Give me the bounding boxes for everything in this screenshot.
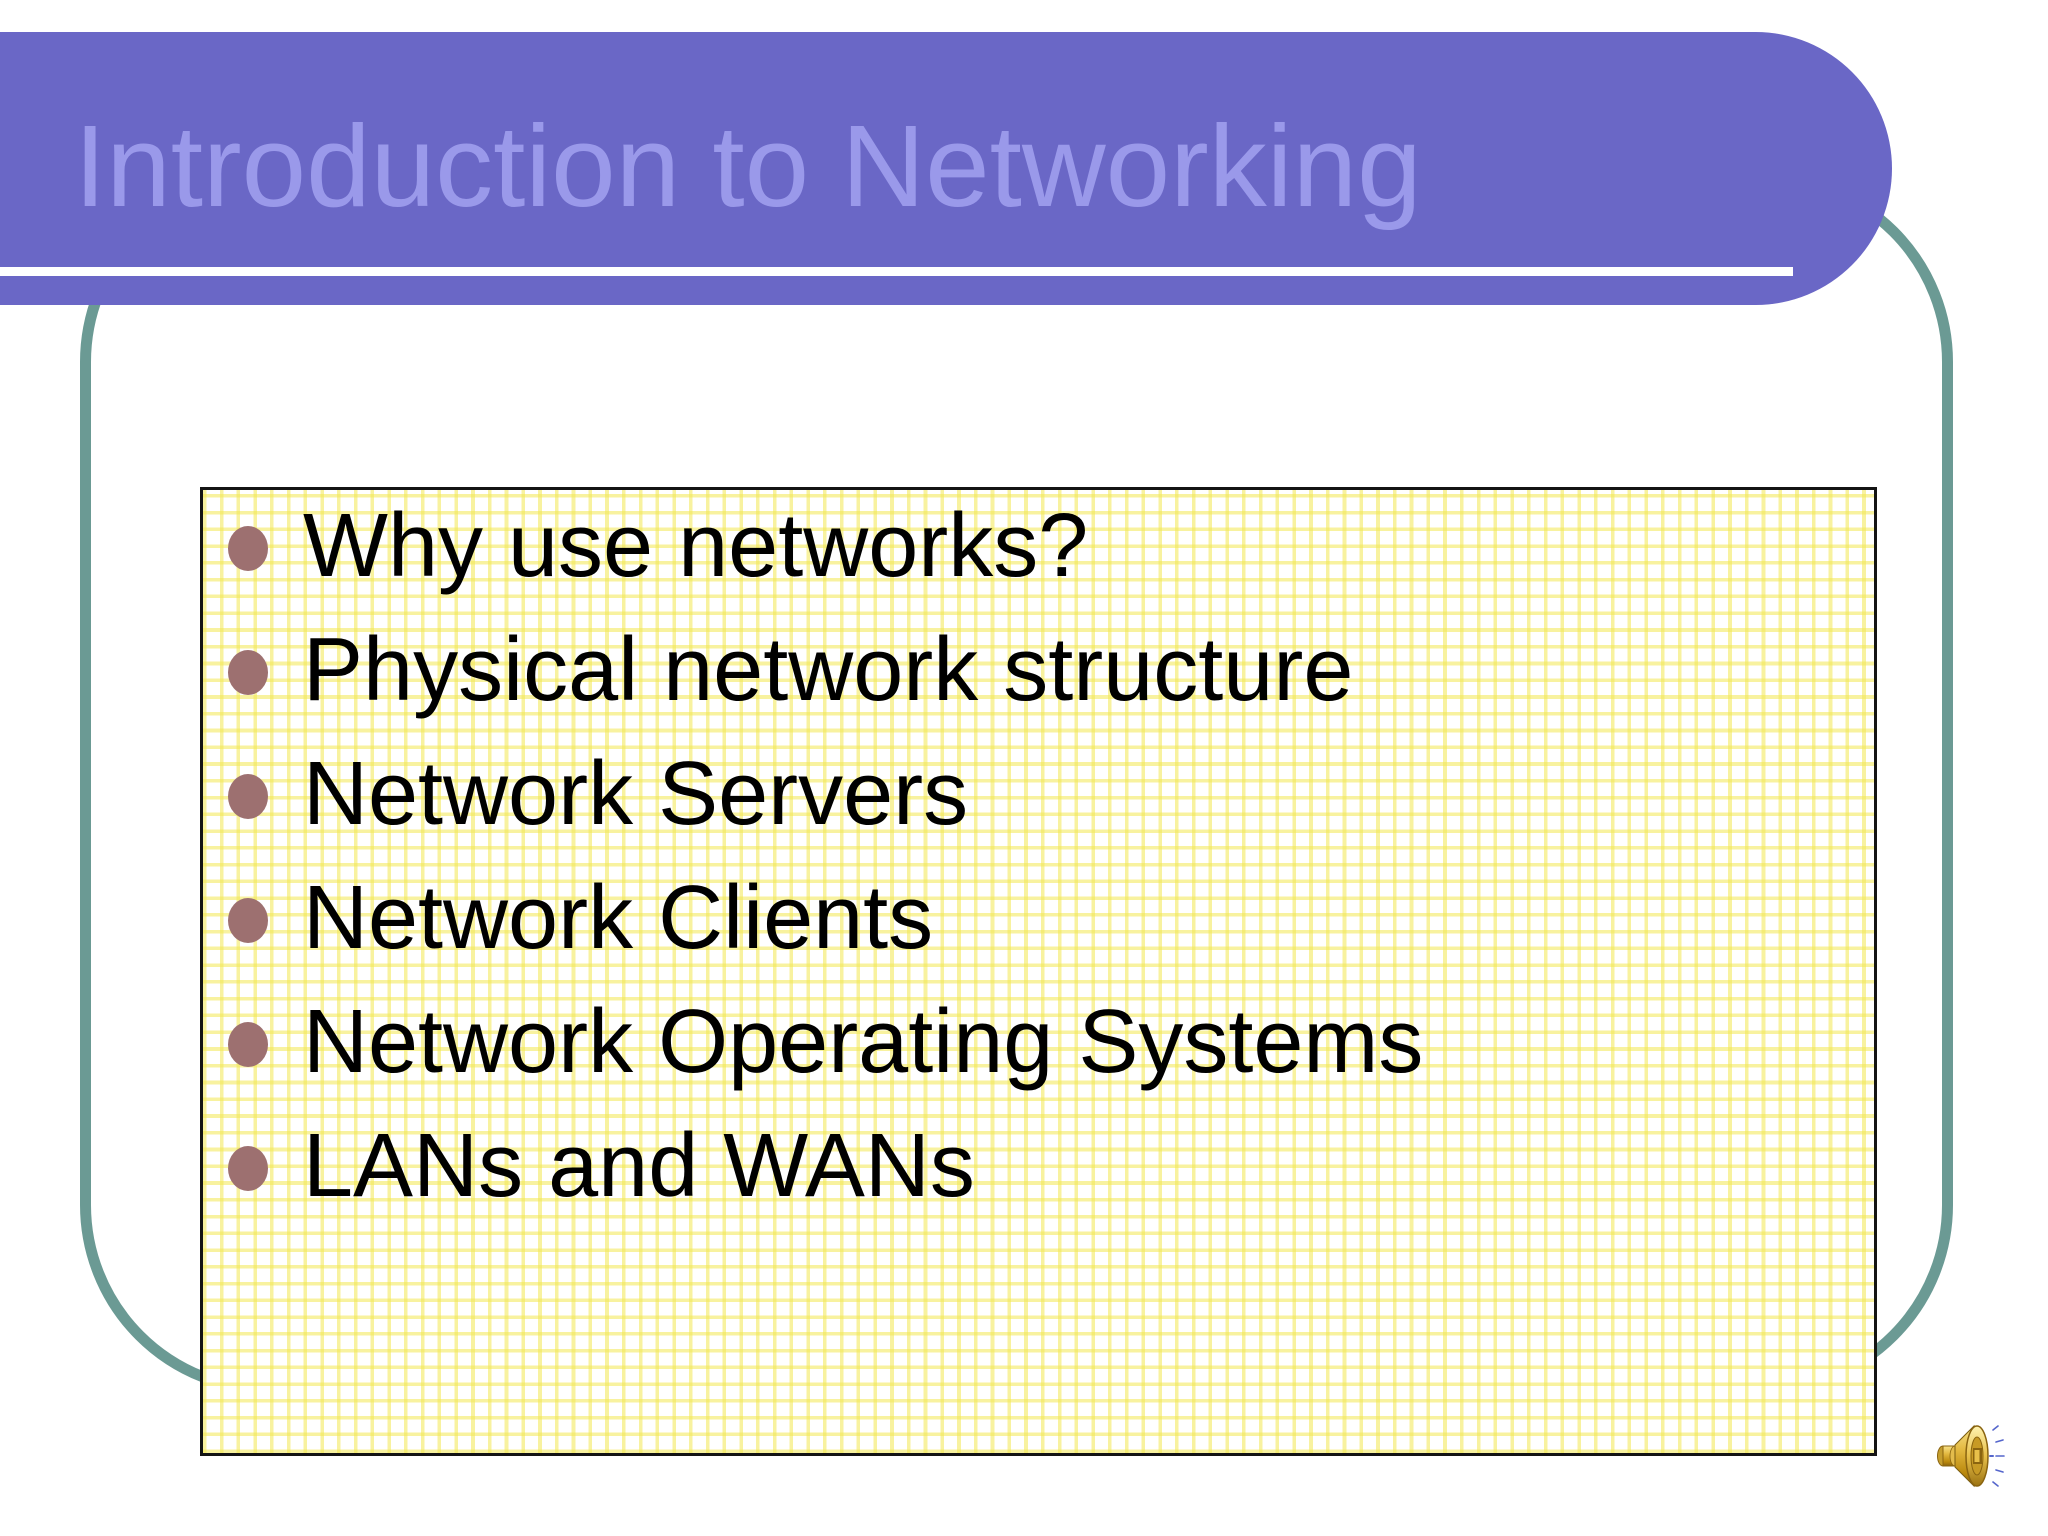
list-item: Network Servers (228, 734, 1423, 858)
list-item: Physical network structure (228, 610, 1423, 734)
list-item-label: Network Operating Systems (303, 992, 1424, 1092)
list-item: LANs and WANs (228, 1106, 1423, 1230)
list-item: Why use networks? (228, 486, 1423, 610)
bullet-icon (228, 773, 268, 819)
title-bar: Introduction to Networking (0, 32, 1892, 305)
bullet-icon (228, 649, 268, 695)
bullet-icon (228, 897, 268, 943)
bullet-icon (228, 525, 268, 571)
slide-title: Introduction to Networking (74, 101, 1422, 231)
list-item: Network Operating Systems (228, 982, 1423, 1106)
list-item-label: Why use networks? (303, 496, 1089, 596)
bullet-list: Why use networks? Physical network struc… (228, 486, 1423, 1230)
title-underline (0, 267, 1793, 276)
bullet-icon (228, 1145, 268, 1191)
list-item-label: Network Clients (303, 868, 934, 968)
list-item-label: Physical network structure (303, 620, 1354, 720)
list-item: Network Clients (228, 858, 1423, 982)
list-item-label: Network Servers (303, 744, 969, 844)
list-item-label: LANs and WANs (303, 1116, 975, 1216)
bullet-icon (228, 1021, 268, 1067)
speaker-icon[interactable] (1930, 1418, 2006, 1496)
content-box: Why use networks? Physical network struc… (200, 487, 1877, 1456)
